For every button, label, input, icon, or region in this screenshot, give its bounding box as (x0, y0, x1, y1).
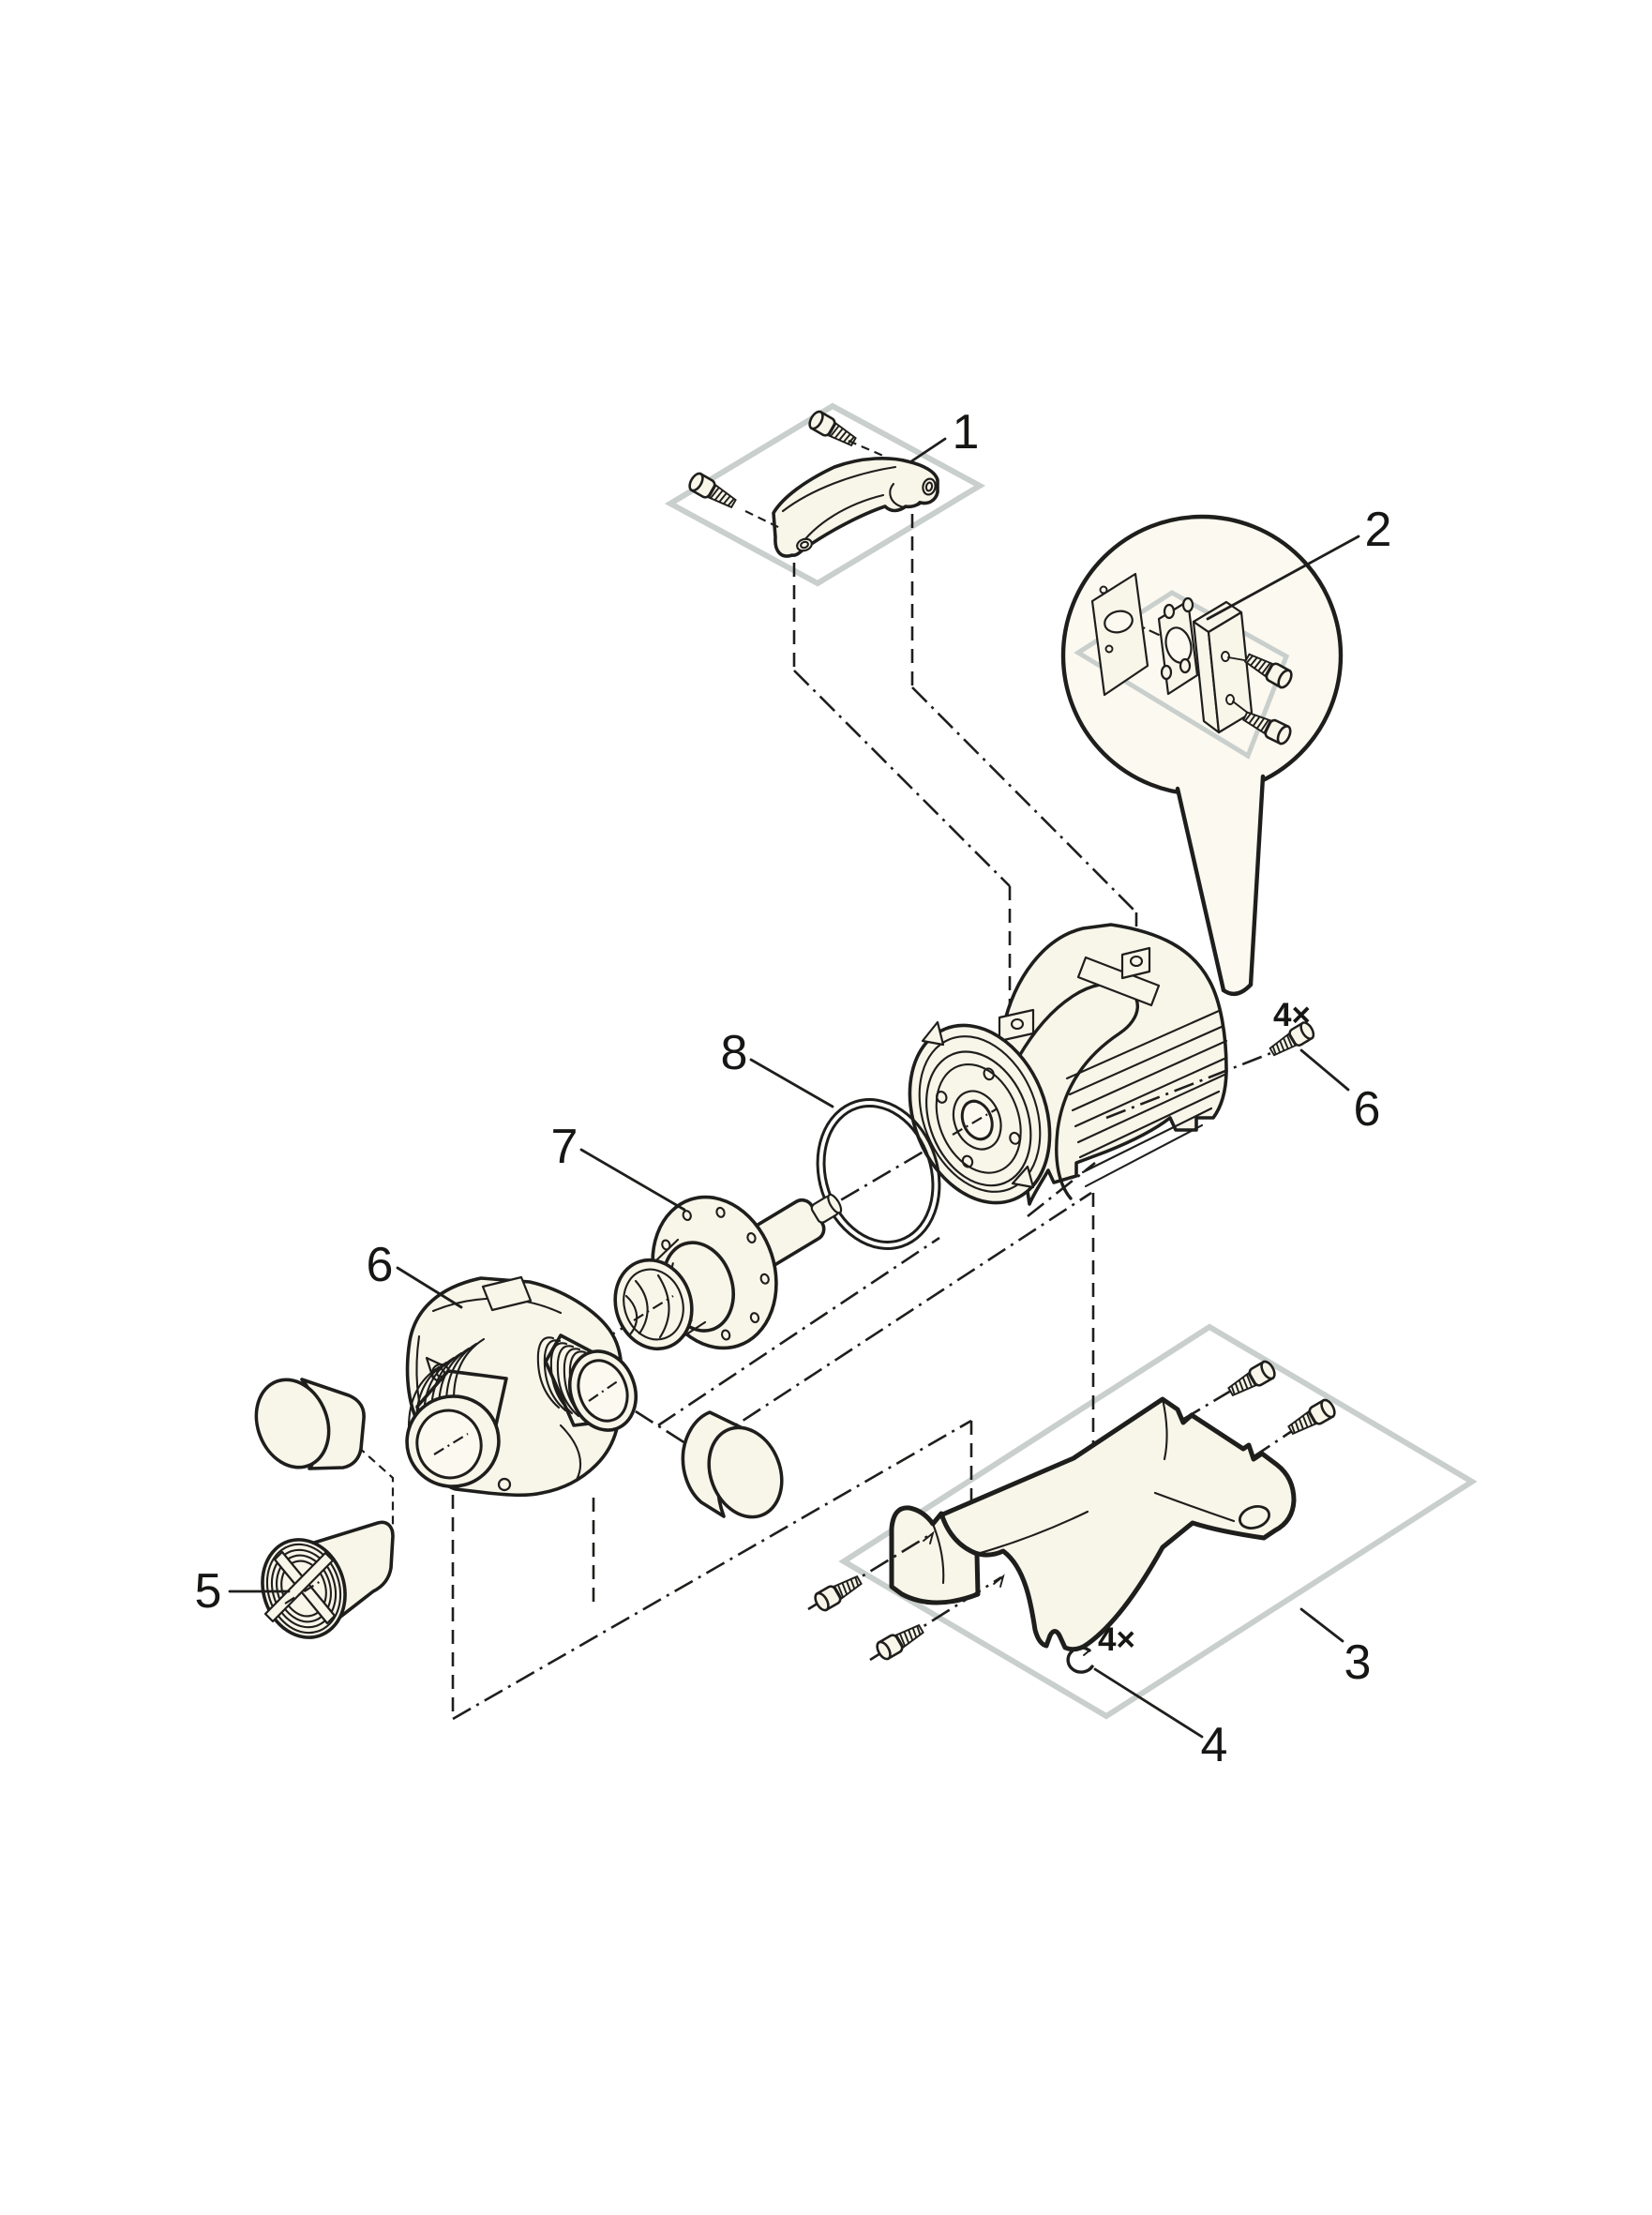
strainer-cross-bar-2 (263, 1551, 335, 1623)
detail-balloon (1060, 514, 1344, 997)
callout-4: 4 (1201, 1718, 1228, 1772)
motor-nameplate (1076, 956, 1161, 1007)
bracket-hole (1239, 1505, 1270, 1529)
housing-side-port (536, 1334, 638, 1432)
callout-5: 5 (195, 1564, 222, 1619)
part-strainer-cap (261, 1520, 395, 1639)
housing-front-port (405, 1337, 508, 1488)
callout-1: 1 (953, 405, 980, 460)
terminal-block (1192, 600, 1254, 734)
handle-plate-outline (664, 402, 986, 587)
motor-terminal-lug (1120, 946, 1151, 980)
part-impeller-unit (613, 1193, 843, 1351)
callout-4x-grommet: 4× (1098, 1621, 1135, 1658)
callout-7: 7 (551, 1120, 578, 1174)
plug-cap-left (254, 1378, 366, 1470)
callout-8: 8 (721, 1026, 748, 1080)
housing-screw-callout (1027, 1018, 1317, 1218)
part-motor (908, 923, 1228, 1206)
part-o-ring (816, 1098, 941, 1250)
callout-6-housing: 6 (367, 1238, 394, 1292)
callout-4x-screws: 4× (1273, 997, 1311, 1033)
callout-2: 2 (1365, 503, 1392, 557)
part-grommet (1066, 1646, 1094, 1674)
part-support-bracket (807, 1358, 1339, 1674)
bracket-left-wing (889, 1505, 981, 1605)
motor-front-lug (998, 1008, 1035, 1043)
part-pump-housing (405, 1275, 638, 1498)
housing-label-plate (481, 1275, 533, 1312)
terminal-gasket-plate (1090, 572, 1149, 697)
bracket-plate-outline (838, 1323, 1478, 1720)
part-carry-handle (685, 408, 939, 558)
callout-labels: 1 2 3 4 4× 5 6 6 4× 7 8 (195, 405, 1392, 1772)
callout-3: 3 (1344, 1635, 1372, 1690)
plug-cap-right (681, 1410, 784, 1519)
motor-fins (1065, 1009, 1228, 1188)
callout-6-screws: 6 (1354, 1082, 1381, 1137)
